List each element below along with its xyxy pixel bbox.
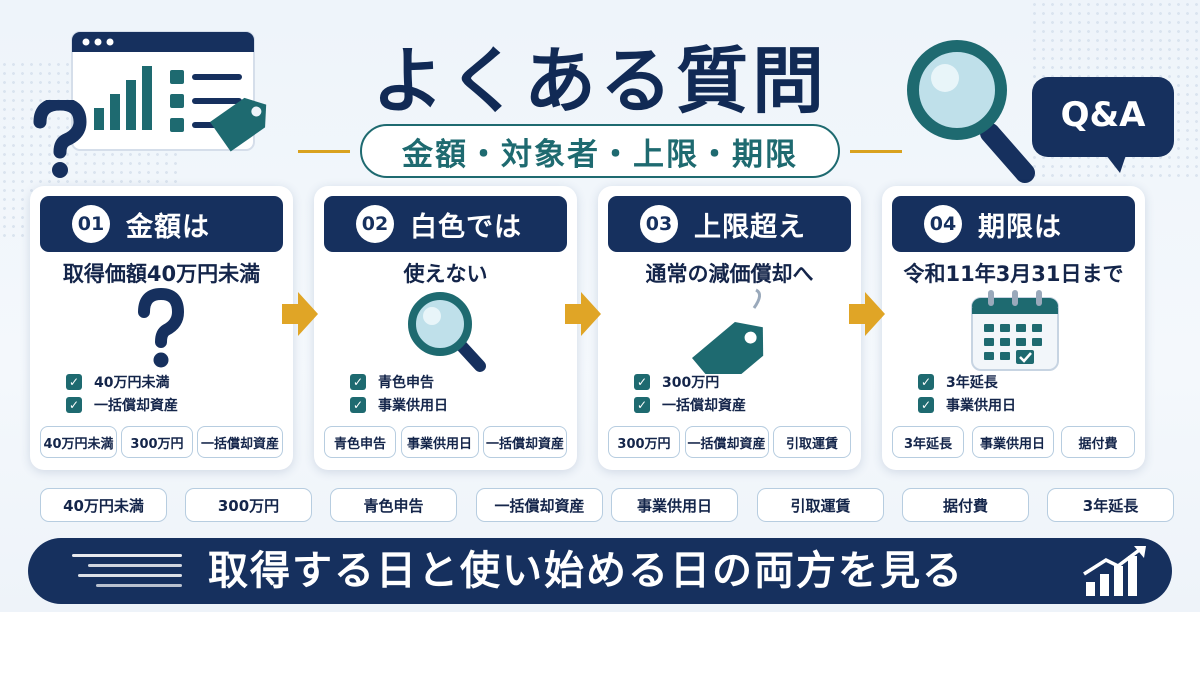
speech-bubble-icon [1032,77,1174,173]
page-title: よくある質問 [371,39,828,123]
calendar-icon [971,290,1059,371]
question-mark-icon [138,287,185,368]
footer-banner: 取得する日と使い始める日の両方を見る [28,538,1172,604]
card-heading: 期限は [978,211,1062,243]
check-list: ✓300万円 ✓一括償却資産 [634,370,746,416]
card-heading: 上限超え [694,211,806,243]
checkbox-icon: ✓ [634,373,650,390]
tag: 300万円 [608,426,680,458]
tag: 引取運賃 [773,426,851,458]
keyword-row: 40万円未満 300万円 青色申告 一括償却資産 事業供用日 引取運賃 据付費 … [40,488,1174,522]
footer-message: 取得する日と使い始める日の両方を見る [208,548,964,594]
tag: 事業供用日 [400,426,479,458]
card-header: 01 金額は [40,196,283,252]
card-lead: 令和11年3月31日まで [903,262,1124,286]
keyword-chip: 3年延長 [1047,488,1174,522]
growth-chart-icon [1083,546,1146,596]
tag-row: 40万円未満 300万円 一括償却資産 [40,426,283,458]
check-item: ✓40万円未満 [66,370,178,393]
card-number: 04 [924,205,962,243]
keyword-chip: 引取運賃 [757,488,884,522]
check-item: ✓3年延長 [918,370,1016,393]
check-item: ✓事業供用日 [350,393,448,416]
price-tag-icon [692,288,764,374]
check-item: ✓事業供用日 [918,393,1016,416]
card-heading: 金額は [126,211,210,243]
card-number: 01 [72,205,110,243]
divider [298,150,350,153]
checkbox-icon: ✓ [918,396,934,413]
card-number: 02 [356,205,394,243]
faq-card-01: 01 金額は 取得価額40万円未満 ✓40万円未満 ✓一括償却資産 40万円未満… [30,186,293,470]
card-header: 03 上限超え [608,196,851,252]
checkbox-icon: ✓ [66,373,82,390]
divider [850,150,902,153]
check-item: ✓一括償却資産 [66,393,178,416]
tag: 一括償却資産 [684,426,769,458]
tag: 一括償却資産 [197,426,283,458]
subtitle-row: 金額・対象者・上限・期限 [0,124,1200,178]
checkbox-icon: ✓ [66,396,82,413]
arrow-right-icon [849,292,885,336]
check-list: ✓3年延長 ✓事業供用日 [918,370,1016,416]
arrow-right-icon [565,292,601,336]
question-mark-icon [33,100,87,178]
browser-chart-icon [71,31,267,152]
tag-row: 青色申告 事業供用日 一括償却資産 [324,426,567,458]
checkbox-icon: ✓ [350,373,366,390]
card-header: 02 白色では [324,196,567,252]
speed-lines-icon [72,538,202,604]
faq-card-02: 02 白色では 使えない ✓青色申告 ✓事業供用日 青色申告 事業供用日 一括償… [314,186,577,470]
keyword-chip: 一括償却資産 [476,488,603,522]
tag: 据付費 [1061,426,1135,458]
tag: 事業供用日 [971,426,1054,458]
tag-row: 300万円 一括償却資産 引取運賃 [608,426,851,458]
keyword-chip: 据付費 [902,488,1029,522]
tag: 青色申告 [324,426,396,458]
keyword-chip: 事業供用日 [611,488,738,522]
subtitle: 金額・対象者・上限・期限 [360,124,840,178]
tag: 3年延長 [892,426,964,458]
tag: 40万円未満 [40,426,117,458]
card-lead: 使えない [403,262,488,286]
magnifier-icon [907,40,1035,183]
faq-card-03: 03 上限超え 通常の減価償却へ ✓300万円 ✓一括償却資産 300万円 一括… [598,186,861,470]
arrow-right-icon [282,292,318,336]
faq-card-04: 04 期限は 令和11年3月31日まで ✓3年延長 ✓事業供用日 3年延長 事 [882,186,1145,470]
check-list: ✓40万円未満 ✓一括償却資産 [66,370,178,416]
tag: 一括償却資産 [483,426,567,458]
card-lead: 通常の減価償却へ [645,262,814,286]
qa-label: Q&A [1060,95,1146,135]
tag-row: 3年延長 事業供用日 据付費 [892,426,1135,458]
magnifier-icon [408,292,486,372]
keyword-chip: 青色申告 [330,488,457,522]
check-item: ✓一括償却資産 [634,393,746,416]
tag: 300万円 [121,426,193,458]
card-header: 04 期限は [892,196,1135,252]
checkbox-icon: ✓ [350,396,366,413]
keyword-chip: 300万円 [185,488,312,522]
check-list: ✓青色申告 ✓事業供用日 [350,370,448,416]
banner: Q&A よくある質問 金額・対象者・上限・期限 01 金額は 取得価額40万円未… [0,0,1200,612]
check-item: ✓青色申告 [350,370,448,393]
card-lead: 取得価額40万円未満 [62,262,261,286]
card-heading: 白色では [410,211,522,243]
check-item: ✓300万円 [634,370,746,393]
checkbox-icon: ✓ [918,373,934,390]
card-number: 03 [640,205,678,243]
keyword-chip: 40万円未満 [40,488,167,522]
checkbox-icon: ✓ [634,396,650,413]
